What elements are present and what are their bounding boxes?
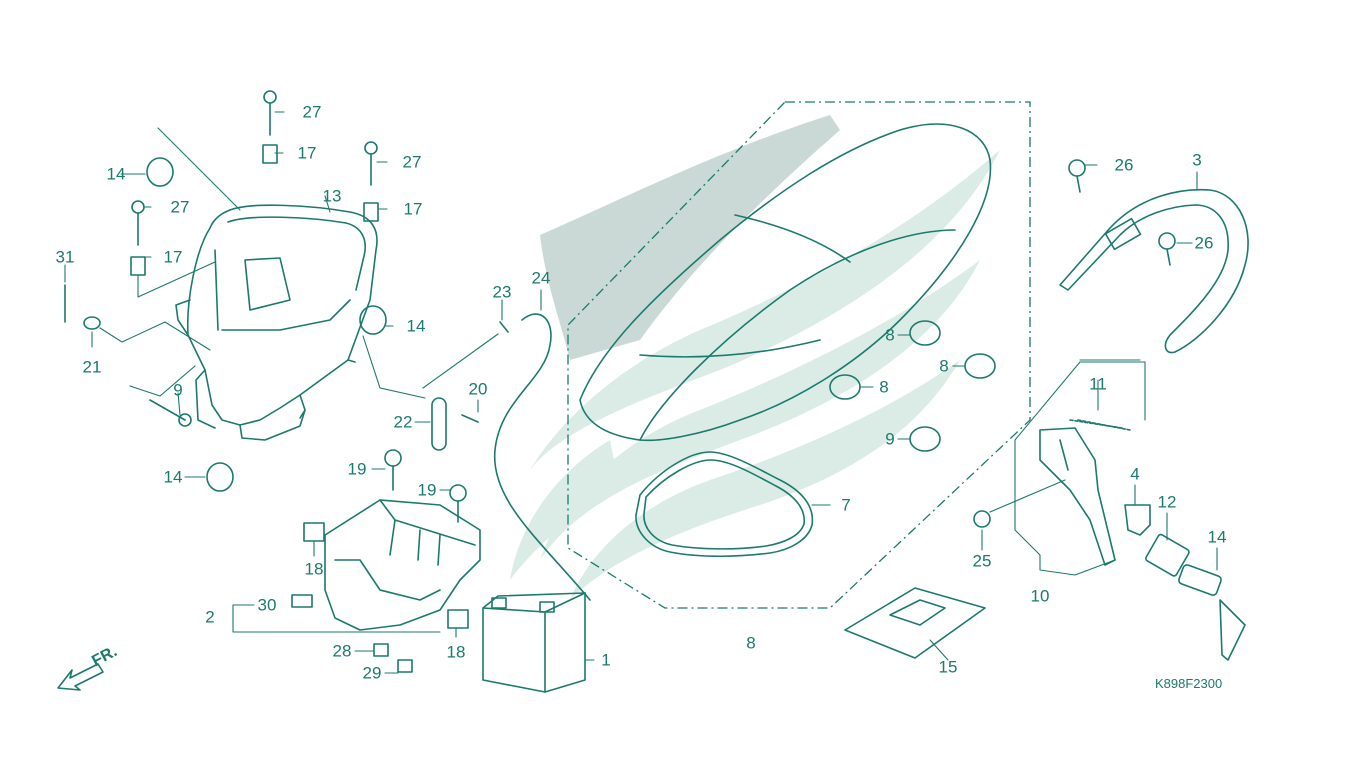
callout-18: 18 — [446, 642, 466, 662]
callout-17: 17 — [297, 143, 317, 163]
fuse-29 — [397, 659, 413, 673]
callout-8: 8 — [939, 356, 949, 376]
seat-seal — [635, 451, 814, 558]
rubber-14-c — [206, 462, 234, 492]
cushion-8-a — [909, 320, 941, 346]
callout-17: 17 — [403, 199, 423, 219]
leader-lines — [64, 111, 1218, 674]
band-22 — [431, 397, 447, 451]
bolt-19-b — [449, 484, 467, 523]
fuse-28 — [373, 643, 389, 657]
callout-15: 15 — [938, 657, 958, 677]
grab-rail — [1059, 188, 1249, 354]
callout-27: 27 — [170, 197, 190, 217]
seat — [579, 123, 992, 442]
collar-17-top — [262, 144, 278, 164]
battery-case — [324, 499, 481, 631]
bolt-19-a — [384, 449, 402, 491]
owners-manual — [844, 587, 986, 659]
collar-17-mid — [363, 202, 379, 222]
callout-30: 30 — [257, 595, 277, 615]
nut-18-b — [447, 609, 469, 629]
lock-cover — [1124, 504, 1151, 536]
seat-group-boundary — [567, 101, 1031, 609]
bolt-7 — [149, 399, 192, 427]
callout-26: 26 — [1114, 155, 1134, 175]
callout-28: 28 — [332, 641, 352, 661]
callout-1: 1 — [601, 650, 611, 670]
key-cylinder — [1178, 564, 1246, 661]
callout-31: 31 — [55, 247, 75, 267]
collar-17-left — [130, 256, 146, 276]
washer-21 — [83, 316, 101, 330]
callout-14: 14 — [406, 316, 426, 336]
bolt-27-top — [263, 90, 277, 136]
rubber-14-b — [359, 305, 387, 335]
callout-8: 8 — [879, 377, 889, 397]
clip-23 — [499, 321, 509, 333]
callout-27: 27 — [302, 102, 322, 122]
callout-14: 14 — [106, 164, 126, 184]
battery — [482, 592, 586, 693]
callout-24: 24 — [531, 268, 551, 288]
front-arrow — [57, 663, 104, 691]
nut-18-a — [303, 522, 325, 542]
bolt-26-a — [1068, 159, 1086, 193]
callout-14: 14 — [163, 467, 183, 487]
callout-21: 21 — [82, 357, 102, 377]
seat-lock — [1039, 419, 1123, 566]
callout-19: 19 — [417, 480, 437, 500]
breather-tube — [493, 313, 591, 601]
callout-7: 9 — [173, 380, 183, 400]
callout-9: 10 — [1030, 586, 1050, 606]
callout-3: 3 — [1192, 150, 1202, 170]
callout-12: 14 — [1207, 527, 1227, 547]
bolt-27-left — [131, 200, 145, 246]
callout-22: 22 — [393, 412, 413, 432]
callout-17: 17 — [163, 247, 183, 267]
callout-19: 19 — [347, 459, 367, 479]
callout-2: 2 — [205, 607, 215, 627]
callout-13: 13 — [322, 186, 342, 206]
callout-4: 4 — [1130, 464, 1140, 484]
lock-plate — [1145, 533, 1190, 577]
callout-20: 20 — [468, 379, 488, 399]
spring-10 — [1077, 419, 1131, 431]
bolt-26-b — [1158, 232, 1176, 266]
callout-5: 7 — [841, 495, 851, 515]
callout-26: 26 — [1194, 233, 1214, 253]
callout-29: 29 — [362, 663, 382, 683]
callout-8: 9 — [885, 429, 895, 449]
callout-25: 25 — [972, 551, 992, 571]
bolt-27-mid — [364, 141, 378, 186]
screw-20 — [461, 414, 479, 423]
callout-6: 8 — [746, 633, 756, 653]
cushion-8-d — [909, 426, 941, 452]
rubber-14-a — [146, 157, 174, 187]
callout-27: 27 — [402, 152, 422, 172]
bolt-25 — [973, 510, 991, 528]
callout-11: 12 — [1157, 492, 1177, 512]
luggage-box — [175, 204, 378, 441]
callout-23: 23 — [492, 282, 512, 302]
cushion-8-b — [964, 353, 996, 379]
dotted-shading — [540, 115, 840, 360]
diagram-code: K898F2300 — [1155, 676, 1223, 691]
label-30 — [291, 594, 313, 608]
line-art — [57, 90, 1249, 693]
callout-10: 11 — [1089, 374, 1107, 394]
callout-18: 18 — [304, 559, 324, 579]
callout-8: 8 — [885, 325, 895, 345]
